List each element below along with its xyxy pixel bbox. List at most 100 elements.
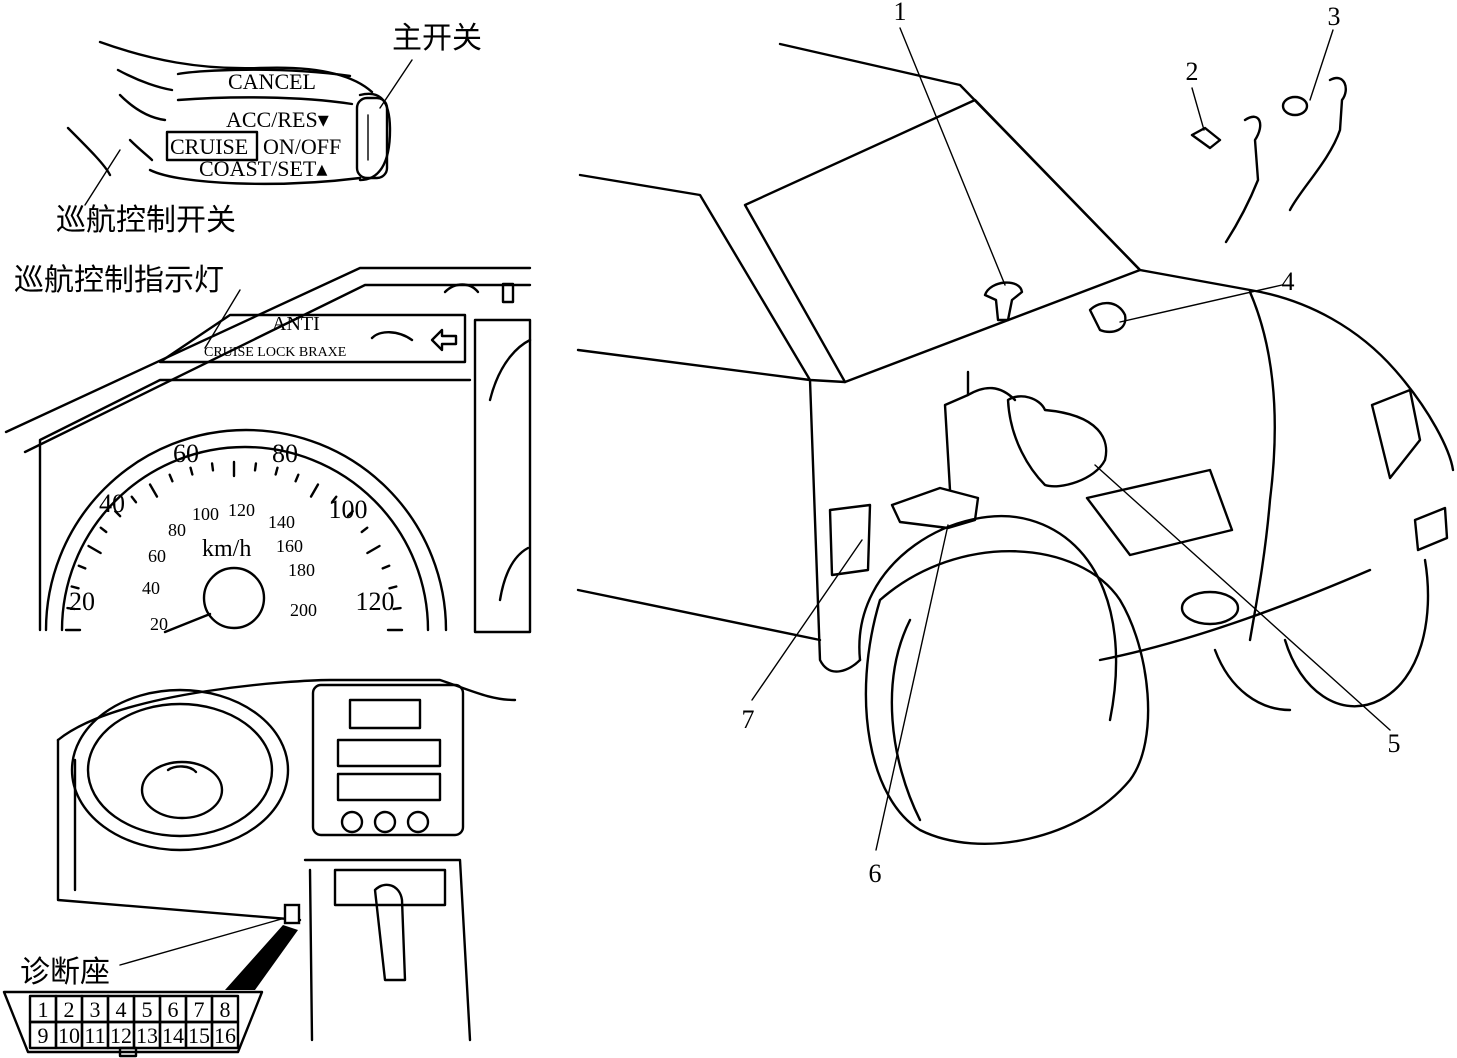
component-3-cable	[1288, 76, 1347, 212]
front-wheel-arch	[858, 515, 1118, 722]
speed-tick	[114, 510, 122, 518]
kmh-80: 80	[168, 520, 186, 540]
kmh-160: 160	[276, 536, 303, 556]
speed-tick	[346, 510, 354, 518]
pin-number: 15	[188, 1023, 210, 1048]
component-1	[983, 281, 1024, 322]
mph-40: 40	[99, 489, 125, 518]
component-4	[1088, 301, 1127, 334]
callout-3: 3	[1328, 2, 1341, 31]
cruise-lock-brake-label: CRUISE LOCK BRAXE	[204, 345, 346, 360]
speed-tick	[360, 526, 369, 534]
pin-number: 12	[110, 1023, 132, 1048]
speed-tick	[294, 473, 300, 483]
front-wheel	[864, 550, 1150, 845]
pin-number: 8	[220, 997, 231, 1022]
mph-ticks	[64, 460, 404, 632]
kmh-40: 40	[142, 578, 160, 598]
pin-number: 13	[136, 1023, 158, 1048]
pin-number: 5	[142, 997, 153, 1022]
cruise-label: CRUISE	[170, 134, 248, 159]
pin-cell	[210, 1020, 240, 1050]
diag-connector-location	[283, 903, 301, 925]
fog-light	[1180, 590, 1240, 626]
pin-number: 1	[38, 997, 49, 1022]
speed-tick	[210, 462, 215, 472]
component-5	[1006, 395, 1108, 488]
speed-tick	[253, 462, 258, 472]
speed-tick	[189, 466, 194, 476]
pin-number: 10	[58, 1023, 80, 1048]
component-2	[1190, 126, 1222, 150]
instrument-cluster: ANTI CRUISE LOCK BRAXE 巡航控制指示灯 20 40 60 …	[4, 263, 532, 634]
mph-100: 100	[329, 495, 368, 524]
kmh-100: 100	[192, 504, 219, 524]
component-3	[1281, 95, 1309, 117]
kmh-20: 20	[150, 614, 168, 634]
component-7	[828, 503, 872, 577]
mph-60: 60	[173, 439, 199, 468]
cruise-switch-label: 巡航控制开关	[56, 203, 236, 238]
anti-label: ANTI	[272, 313, 320, 335]
pin-number: 2	[64, 997, 75, 1022]
speed-tick	[148, 483, 159, 498]
steering-wheel	[70, 688, 290, 852]
speed-tick	[388, 585, 398, 590]
speed-tick	[70, 585, 80, 590]
callout-5: 5	[1388, 729, 1401, 758]
mph-80: 80	[272, 439, 298, 468]
callout-4: 4	[1282, 267, 1295, 296]
shift-lever	[373, 883, 407, 982]
callout-2: 2	[1186, 57, 1199, 86]
callout-1: 1	[894, 0, 907, 26]
speed-tick	[130, 495, 138, 504]
speed-tick	[366, 544, 381, 555]
pin-number: 4	[116, 997, 127, 1022]
kmh-200: 200	[290, 600, 317, 620]
headlight	[1370, 388, 1422, 480]
acc-res-label: ACC/RES▾	[226, 107, 329, 132]
kmh-60: 60	[148, 546, 166, 566]
kmh-120: 120	[228, 500, 255, 520]
windshield	[743, 98, 1142, 384]
kmh-unit: km/h	[202, 536, 251, 562]
cancel-label: CANCEL	[228, 69, 316, 94]
speed-tick	[87, 544, 102, 555]
speed-tick	[309, 483, 320, 498]
on-off-label: ON/OFF	[263, 134, 341, 159]
mph-20: 20	[69, 587, 95, 616]
pin-number: 6	[168, 997, 179, 1022]
component-2-cable	[1224, 115, 1262, 244]
callout-7: 7	[742, 705, 755, 734]
pin-number: 14	[162, 1023, 184, 1048]
callout-6: 6	[869, 859, 882, 888]
vehicle-body: 1 2 3 4 5 6 7	[576, 0, 1455, 888]
pointer-wedge	[225, 925, 298, 990]
center-console	[311, 683, 465, 837]
speed-tick	[77, 564, 87, 570]
pin-number: 3	[90, 997, 101, 1022]
speed-tick	[381, 564, 391, 570]
speed-tick	[392, 606, 402, 611]
speed-tick	[274, 466, 279, 476]
cruise-switch-assembly: CANCEL ACC/RES▾ CRUISE ON/OFF COAST/SET▴…	[56, 21, 482, 238]
speed-tick	[66, 606, 76, 611]
pin-number: 11	[84, 1023, 105, 1048]
hood-scoop	[1085, 468, 1234, 557]
cruise-indicator-label: 巡航控制指示灯	[14, 263, 224, 298]
diag-connector-label: 诊断座	[20, 955, 110, 990]
speed-tick	[330, 495, 338, 504]
pin-number: 7	[194, 997, 205, 1022]
pin-number: 16	[214, 1023, 236, 1048]
arrow-left-icon	[430, 328, 458, 352]
main-switch-label: 主开关	[392, 21, 482, 56]
oil-icon	[370, 331, 414, 342]
speed-tick	[168, 473, 174, 483]
component-6	[890, 486, 980, 530]
pin-number: 9	[38, 1023, 49, 1048]
